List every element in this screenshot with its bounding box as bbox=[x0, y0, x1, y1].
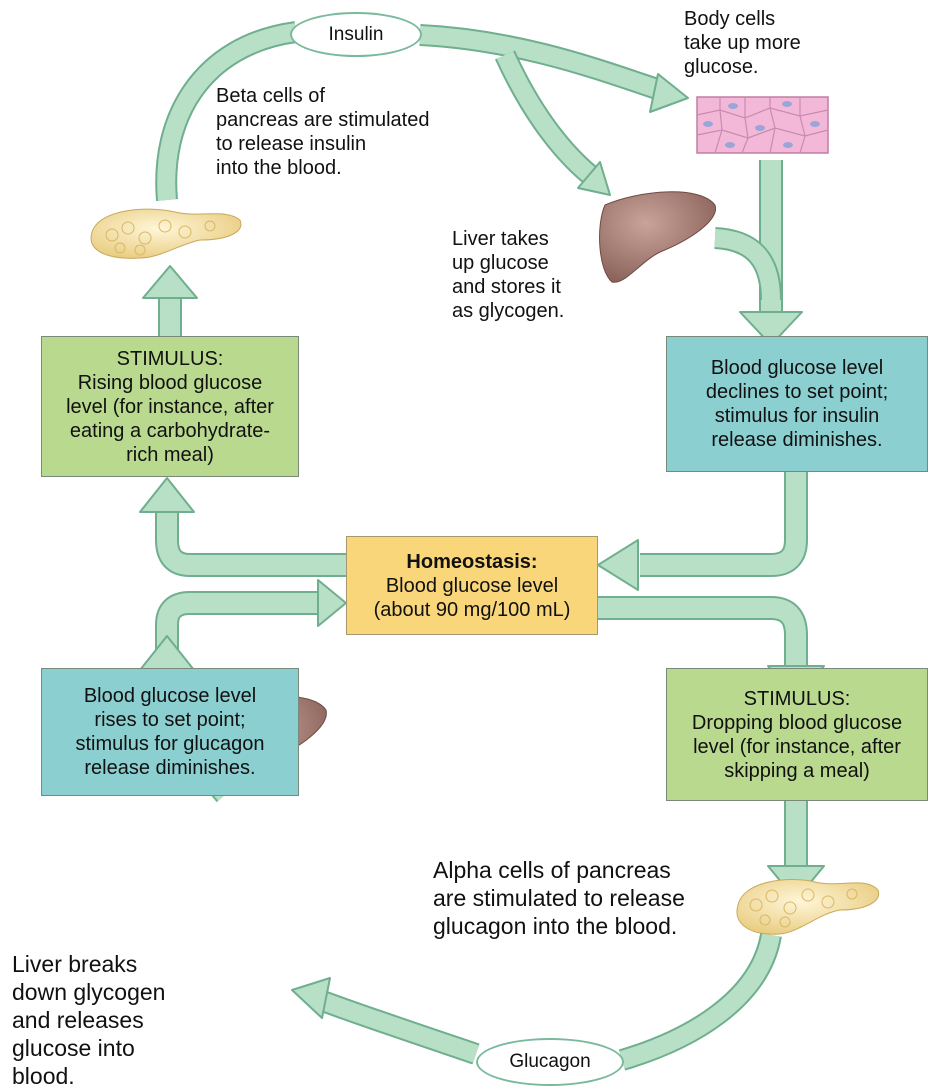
body-cells-text: Body cells take up more glucose. bbox=[684, 7, 801, 79]
insulin-label: Insulin bbox=[329, 24, 384, 46]
pancreas-bottom-image bbox=[737, 880, 879, 935]
pancreas-top-image bbox=[91, 209, 241, 258]
arrowhead-homeostasis-bottom bbox=[318, 580, 346, 626]
arrowhead-rises-box bbox=[140, 636, 194, 670]
insulin-oval: Insulin bbox=[290, 12, 422, 57]
homeostasis-box: Homeostasis: Blood glucose level (about … bbox=[346, 536, 598, 635]
declines-box: Blood glucose level declines to set poin… bbox=[666, 336, 928, 472]
liver-breakdown-text: Liver breaks down glycogen and releases … bbox=[12, 950, 165, 1090]
body-cells-image bbox=[697, 97, 828, 153]
arrowhead-pancreas-top bbox=[143, 266, 197, 298]
stimulus-rising-box: STIMULUS: Rising blood glucose level (fo… bbox=[41, 336, 299, 477]
rises-box: Blood glucose level rises to set point; … bbox=[41, 668, 299, 796]
beta-cells-text: Beta cells of pancreas are stimulated to… bbox=[216, 84, 429, 180]
arrowhead-stimulus-rising bbox=[140, 478, 194, 512]
homeostasis-title: Homeostasis: bbox=[406, 550, 537, 574]
alpha-cells-text: Alpha cells of pancreas are stimulated t… bbox=[433, 856, 685, 940]
glucagon-label: Glucagon bbox=[509, 1051, 590, 1073]
liver-top-image bbox=[600, 192, 716, 282]
liver-uptake-text: Liver takes up glucose and stores it as … bbox=[452, 227, 564, 323]
glucagon-oval: Glucagon bbox=[476, 1038, 624, 1086]
stimulus-dropping-box: STIMULUS: Dropping blood glucose level (… bbox=[666, 668, 928, 801]
arrow-to-homeostasis-top bbox=[640, 472, 796, 565]
arrowhead-homeostasis-top bbox=[598, 540, 638, 590]
